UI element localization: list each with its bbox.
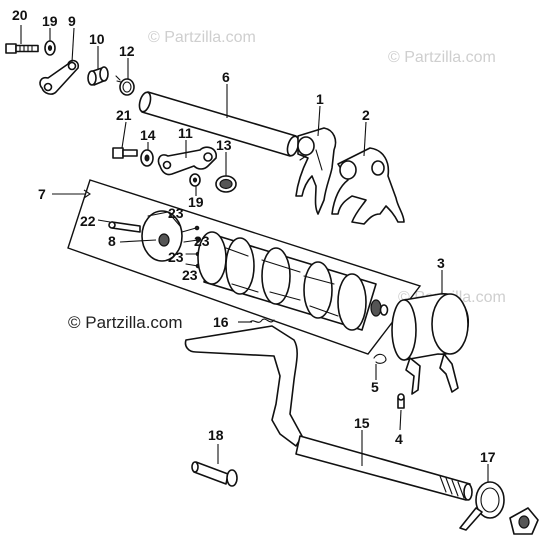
callout-23-c: 23 (168, 249, 184, 265)
callout-17: 17 (480, 449, 496, 465)
part-19-washer[interactable] (44, 40, 56, 56)
part-3-fork[interactable] (405, 353, 459, 395)
part-7-drum-assembly-frame (67, 179, 422, 355)
part-9-link-arm[interactable] (39, 59, 80, 95)
callout-21: 20 (12, 7, 28, 23)
callout-18: 18 (208, 427, 224, 443)
callout-10: 10 (89, 31, 105, 47)
callout-4: 4 (395, 431, 403, 447)
callout-14: 14 (140, 127, 156, 143)
callout-labels: 20 19 9 10 12 6 1 2 21 14 11 13 19 7 22 … (12, 7, 496, 465)
callout-8: 8 (108, 233, 116, 249)
callout-3: 3 (437, 255, 445, 271)
callout-16: 16 (213, 314, 229, 330)
part-20-bolt[interactable] (112, 147, 138, 159)
part-15-shift-shaft[interactable] (184, 325, 473, 501)
part-10-collar[interactable] (87, 66, 109, 86)
watermark-top-right: © Partzilla.com (388, 49, 496, 66)
callout-23-b: 23 (194, 233, 210, 249)
part-13-bearing[interactable] (215, 175, 237, 193)
part-4-pin[interactable] (397, 393, 405, 409)
callout-5: 5 (371, 379, 379, 395)
callout-7: 7 (38, 186, 46, 202)
callout-11: 11 (178, 125, 193, 141)
shift-drum-body[interactable] (197, 231, 389, 331)
callout-23-d: 23 (182, 267, 198, 283)
watermark-main: © Partzilla.com (68, 313, 183, 332)
part-18-bolt[interactable] (191, 461, 238, 487)
part-2-shift-fork[interactable] (331, 147, 405, 225)
callout-22: 22 (80, 213, 96, 229)
callout-13: 13 (216, 137, 232, 153)
callout-12: 12 (119, 43, 135, 59)
callout-19: 19 (42, 13, 58, 29)
part-16-spring[interactable] (249, 318, 275, 323)
part-14-washer[interactable] (140, 149, 154, 167)
callout-1: 1 (316, 91, 324, 107)
watermark-top-center: © Partzilla.com (148, 29, 256, 46)
callout-19-b: 19 (188, 194, 204, 210)
callout-15: 15 (354, 415, 370, 431)
part-5-clip[interactable] (373, 353, 387, 364)
part-1-shift-fork[interactable] (295, 127, 337, 215)
part-8-stopper-plate[interactable] (141, 210, 183, 262)
callout-2: 2 (362, 107, 370, 123)
callout-20: 21 (116, 107, 132, 123)
leader-lines (20, 25, 489, 482)
callout-9: 9 (68, 13, 76, 29)
callout-23-a: 23 (168, 205, 184, 221)
part-21-bolt[interactable] (5, 43, 39, 54)
part-12-snap-ring[interactable] (115, 75, 135, 96)
part-17-return-spring[interactable] (459, 481, 539, 535)
part-22-pin[interactable] (108, 221, 141, 233)
part-3-cylinder[interactable] (391, 293, 469, 361)
callout-6: 6 (222, 69, 230, 85)
part-11-link-arm[interactable] (157, 146, 217, 176)
part-19-washer-b[interactable] (189, 173, 201, 187)
